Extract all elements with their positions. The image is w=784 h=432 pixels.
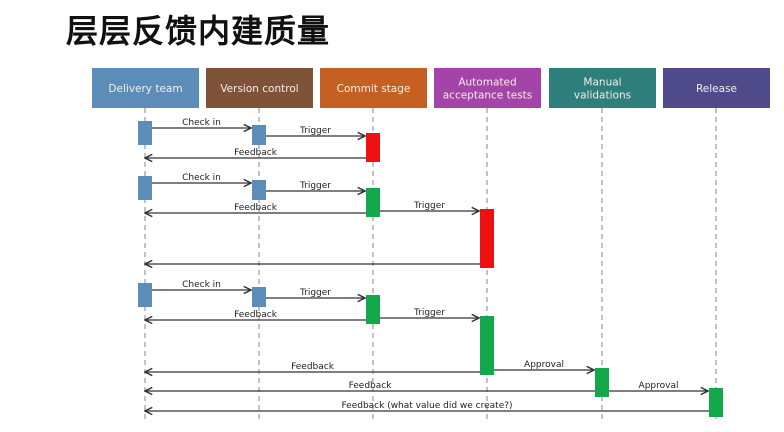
lane-header-label: Manual	[583, 77, 621, 89]
message-3: Check in	[152, 173, 251, 183]
activation-pass	[366, 295, 380, 324]
lane-header-box	[320, 68, 427, 108]
message-14: Feedback	[145, 381, 595, 391]
message-label: Check in	[182, 173, 221, 183]
message-label: Approval	[639, 381, 679, 391]
message-label: Approval	[524, 360, 564, 370]
lane-header-box	[92, 68, 199, 108]
lane-header-vcs: Version control	[206, 68, 313, 108]
message-label: Trigger	[299, 181, 331, 191]
page-title: 层层反馈内建质量	[66, 12, 331, 50]
activation-pass	[480, 316, 494, 375]
message-label: Feedback (what value did we create?)	[341, 401, 512, 411]
message-label: Check in	[182, 280, 221, 290]
message-2: Feedback	[145, 148, 366, 158]
message-0: Check in	[152, 118, 251, 128]
activation-neutral	[252, 287, 266, 307]
activation-pass	[366, 188, 380, 217]
lane-header-label: Version control	[220, 83, 298, 95]
lane-header-box	[434, 68, 541, 108]
lane-header-delivery: Delivery team	[92, 68, 199, 108]
message-label: Trigger	[413, 201, 445, 211]
message-4: Trigger	[266, 181, 365, 191]
lane-header-release: Release	[663, 68, 770, 108]
lane-header-box	[549, 68, 656, 108]
lane-header-label: Automated	[458, 77, 516, 89]
lane-header-box	[206, 68, 313, 108]
message-label: Feedback	[234, 203, 278, 213]
activation-neutral	[252, 125, 266, 145]
message-15: Approval	[609, 381, 708, 391]
message-1: Trigger	[266, 126, 365, 136]
message-label: Trigger	[413, 308, 445, 318]
message-12: Feedback	[145, 362, 480, 372]
lane-header-label: acceptance tests	[443, 90, 533, 102]
message-16: Feedback (what value did we create?)	[145, 401, 709, 411]
message-label: Check in	[182, 118, 221, 128]
lane-header-label: Commit stage	[337, 83, 411, 95]
message-9: Trigger	[266, 288, 365, 298]
message-5: Feedback	[145, 203, 366, 213]
message-label: Feedback	[291, 362, 335, 372]
activation-fail	[480, 209, 494, 268]
message-label: Trigger	[299, 126, 331, 136]
message-11: Trigger	[380, 308, 479, 318]
lane-header-label: Delivery team	[108, 83, 182, 95]
activation-pass	[709, 388, 723, 417]
message-label: Feedback	[349, 381, 393, 391]
lane-header-label: Release	[696, 83, 737, 95]
message-label: Feedback	[234, 148, 278, 158]
lane-header-box	[663, 68, 770, 108]
message-6: Trigger	[380, 201, 479, 211]
message-10: Feedback	[145, 310, 366, 320]
activation-neutral	[252, 180, 266, 200]
message-13: Approval	[494, 360, 594, 370]
activation-pass	[595, 368, 609, 397]
activation-fail	[366, 133, 380, 162]
message-label: Feedback	[234, 310, 278, 320]
activation-neutral	[138, 176, 152, 200]
activation-neutral	[138, 283, 152, 307]
lane-header-commit: Commit stage	[320, 68, 427, 108]
message-8: Check in	[152, 280, 251, 290]
lane-header-label: validations	[574, 90, 631, 102]
activation-neutral	[138, 121, 152, 145]
message-label: Trigger	[299, 288, 331, 298]
